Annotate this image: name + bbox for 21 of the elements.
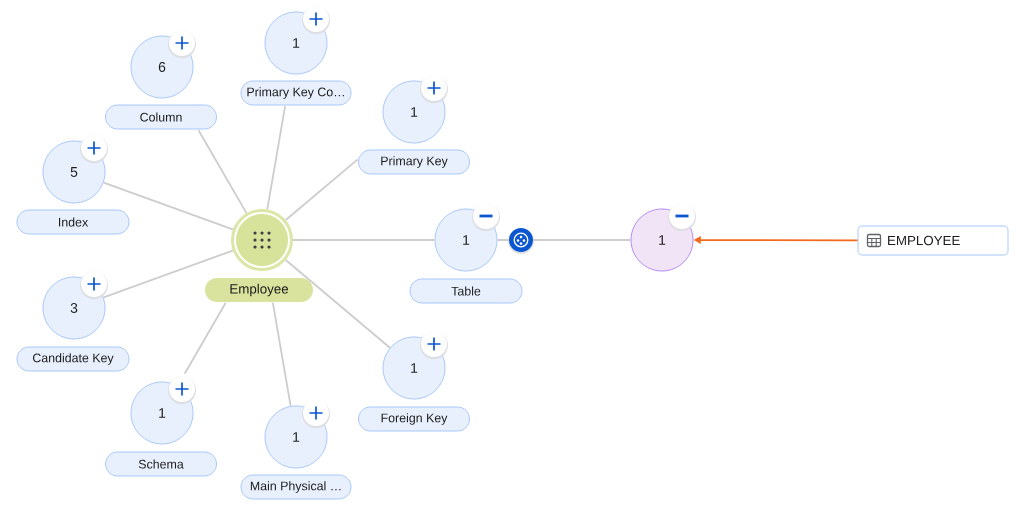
label-pill: Primary Key (358, 149, 470, 175)
label-pill: Table (409, 278, 523, 304)
connector-line (284, 158, 359, 221)
connector-line (496, 239, 632, 241)
connector-line (271, 301, 292, 407)
connector-line (266, 105, 286, 211)
connector-line (197, 129, 248, 215)
connector-line (102, 249, 234, 299)
connector-line (292, 239, 436, 241)
label-pill: Main Physical … (240, 474, 352, 500)
entity-box: EMPLOYEE (857, 225, 1009, 256)
label-pill: Foreign Key (358, 406, 470, 432)
label-pill: Column (105, 104, 217, 130)
label-pill: Primary Key Co… (240, 80, 352, 106)
label-pill: Candidate Key (16, 346, 130, 372)
label-pill: Employee (205, 278, 313, 302)
label-pill: Index (16, 209, 130, 235)
label-pill: Schema (105, 451, 217, 477)
connector-line (102, 181, 234, 231)
connector-line (183, 301, 227, 375)
connector-line (284, 259, 391, 349)
